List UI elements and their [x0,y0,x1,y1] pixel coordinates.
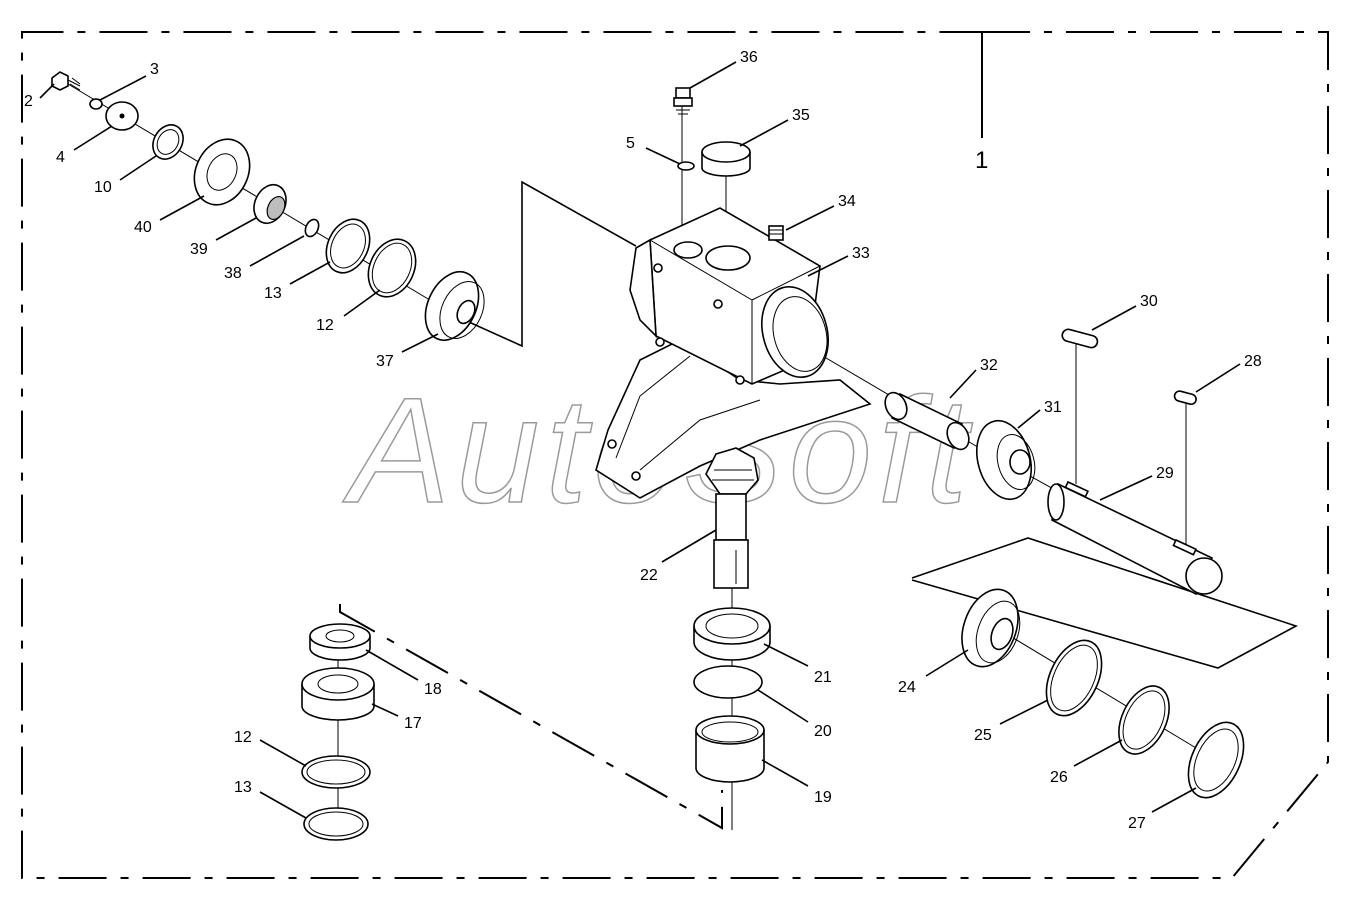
part-36-grease-nipple [673,87,693,115]
callout-31: 31 [1044,399,1062,416]
callout-36: 36 [740,49,758,66]
part-39-bushing [253,183,287,225]
callout-33: 33 [852,245,870,262]
part-21-bearing [693,607,771,661]
callout-3: 3 [150,61,159,78]
part-25-shim [1045,639,1103,717]
callout-24: 24 [898,679,916,696]
callout-35: 35 [792,107,810,124]
assembly-boundary [21,31,1329,879]
callout-labels: 2 3 4 10 40 39 38 13 12 37 36 35 5 34 33… [24,49,1262,832]
part-19-collar [695,715,765,783]
callout-29: 29 [1156,465,1174,482]
part-17-bearing [301,667,375,721]
callout-30: 30 [1140,293,1158,310]
callout-5: 5 [626,135,635,152]
callout-10: 10 [94,179,112,196]
callout-22: 22 [640,567,658,584]
callout-21: 21 [814,669,832,686]
part-38-oring [304,218,320,238]
part-30-key [1061,328,1099,349]
part-12-shim-lower [301,755,371,789]
part-24-bearing [961,588,1021,668]
part-20-oring [693,665,763,699]
callout-4: 4 [56,149,65,166]
part-10-ring [152,124,184,160]
part-5-washer [677,161,695,171]
part-40-seal [193,138,251,206]
part-2-bolt [51,71,81,91]
callout-27: 27 [1128,815,1146,832]
callout-12-lower: 12 [234,729,252,746]
part-3-washer [89,98,103,110]
sub-assembly-outline [339,604,723,830]
callout-17: 17 [404,715,422,732]
callout-28: 28 [1244,353,1262,370]
callout-12: 12 [316,317,334,334]
part-34-plug [768,225,784,241]
leader-lines [39,61,1241,819]
callout-37: 37 [376,353,394,370]
part-35-cap [701,141,751,177]
part-18-spacer [309,623,371,661]
callout-19: 19 [814,789,832,806]
callout-18: 18 [424,681,442,698]
callout-34: 34 [838,193,856,210]
part-22-pinion-shaft [705,447,759,589]
part-32-sleeve [884,391,970,451]
callout-38: 38 [224,265,242,282]
callout-32: 32 [980,357,998,374]
part-37-bearing [424,271,485,341]
part-28-key [1173,390,1197,406]
part-27-seal [1187,721,1245,799]
callout-20: 20 [814,723,832,740]
callout-26: 26 [1050,769,1068,786]
part-31-bevel-gear [976,419,1036,501]
callout-13: 13 [264,285,282,302]
part-4-plate [105,101,139,131]
callout-39: 39 [190,241,208,258]
callout-13-lower: 13 [234,779,252,796]
callout-25: 25 [974,727,992,744]
callout-40: 40 [134,219,152,236]
part-33-gearbox-housing [595,207,872,499]
part-12-shim [367,238,417,298]
part-13-circlip-lower [303,807,369,841]
part-29-shaft [1047,480,1223,596]
part-13-circlip [325,218,371,274]
part-26-circlip [1118,685,1170,755]
assembly-label: 1 [975,147,988,174]
callout-2: 2 [24,93,33,110]
